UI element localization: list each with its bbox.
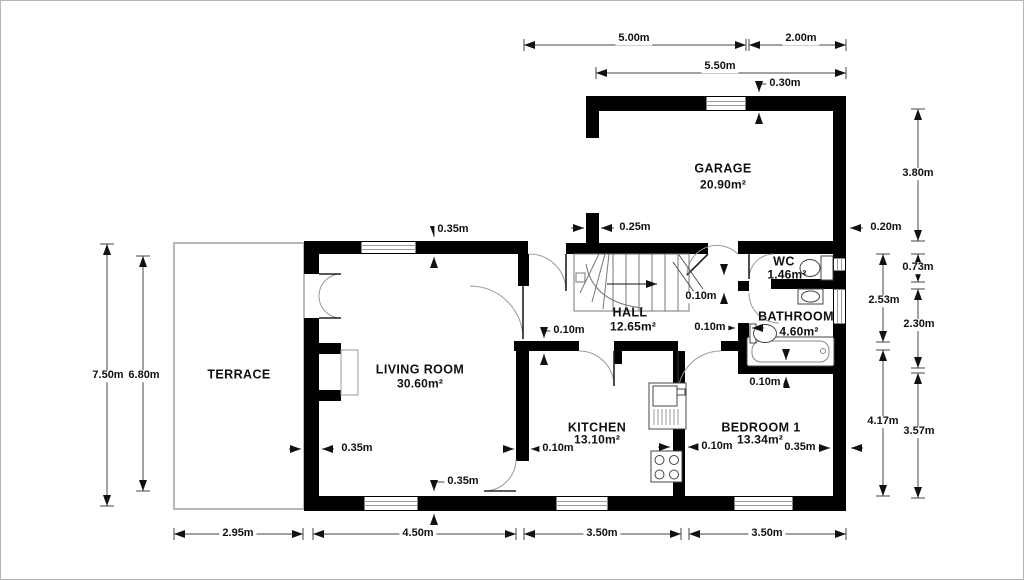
dim-lr-top-wall: 0.35m: [434, 224, 472, 236]
wc-toilet: [820, 255, 834, 281]
dim-hall-bottom-wall: 0.10m: [550, 325, 588, 337]
dim-top-5-50: 5.50m: [701, 61, 739, 73]
dim-right-2-30: 2.30m: [900, 319, 938, 331]
dim-hall-bath-wall: 0.10m: [691, 322, 729, 334]
dim-garage-left-wall: 0.25m: [616, 222, 654, 234]
room-area-kitchen: 13.10m²: [573, 432, 621, 447]
room-area-hall: 12.65m²: [609, 319, 657, 334]
room-area-living-room: 30.60m²: [396, 376, 444, 391]
dim-bathroom-bottom-wall: 0.10m: [746, 377, 784, 389]
dim-bedroom-right-wall: 0.35m: [781, 442, 819, 454]
dim-left-7-50: 7.50m: [89, 370, 127, 382]
room-area-garage: 20.90m²: [699, 177, 747, 192]
room-area-bedroom1: 13.34m²: [736, 432, 784, 447]
dim-bottom-2-95: 2.95m: [219, 528, 257, 540]
room-label-wc: WC: [773, 254, 795, 269]
room-label-terrace: TERRACE: [207, 367, 271, 382]
room-area-bathroom: 4.60m²: [779, 324, 819, 339]
dim-right-4-17: 4.17m: [864, 416, 902, 428]
staircase: [573, 253, 704, 312]
dim-kitchen-bedroom-wall: 0.10m: [698, 441, 736, 453]
dim-garage-top-wall: 0.30m: [766, 78, 804, 90]
walls: [304, 96, 846, 511]
dim-lr-left-wall: 0.35m: [338, 443, 376, 455]
fixtures: [340, 255, 835, 483]
dim-right-3-80: 3.80m: [899, 168, 937, 180]
dim-bottom-3-50-b: 3.50m: [748, 528, 786, 540]
dim-top-5-00: 5.00m: [615, 33, 653, 45]
dim-lr-bottom-wall: 0.35m: [444, 476, 482, 488]
room-label-bedroom1: BEDROOM 1: [721, 420, 801, 435]
dim-top-2-00: 2.00m: [782, 33, 820, 45]
dim-wc-bath-wall: 0.10m: [682, 291, 720, 303]
dim-right-0-73: 0.73m: [899, 262, 937, 274]
dim-left-6-80: 6.80m: [125, 370, 163, 382]
dim-right-2-53: 2.53m: [865, 295, 903, 307]
room-area-wc: 1.46m²: [767, 267, 807, 282]
room-label-kitchen: KITCHEN: [567, 420, 627, 435]
room-label-bathroom: BATHROOM: [758, 309, 834, 324]
fireplace-hearth: [340, 349, 359, 396]
dim-bottom-3-50-a: 3.50m: [583, 528, 621, 540]
dim-garage-right-wall: 0.20m: [867, 222, 905, 234]
dimension-lines: [100, 39, 925, 540]
dim-bottom-4-50: 4.50m: [399, 528, 437, 540]
windows: [360, 96, 846, 511]
dim-right-3-57: 3.57m: [900, 426, 938, 438]
dim-kitchen-left-wall: 0.10m: [539, 443, 577, 455]
room-label-garage: GARAGE: [694, 161, 752, 176]
room-label-living-room: LIVING ROOM: [375, 362, 465, 377]
room-label-hall: HALL: [612, 305, 648, 320]
